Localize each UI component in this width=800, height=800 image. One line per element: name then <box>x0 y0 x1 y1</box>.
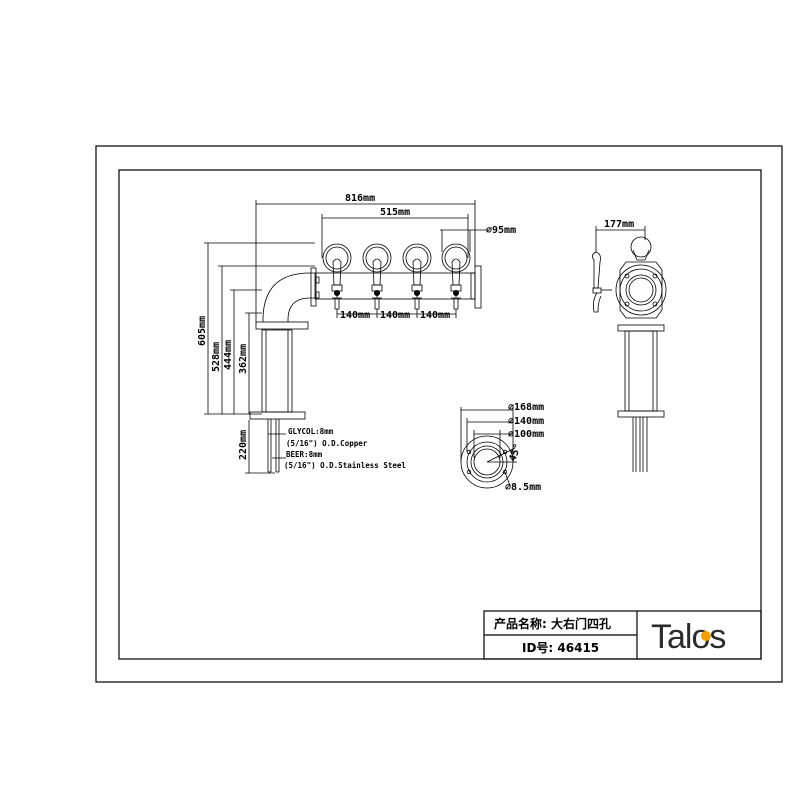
tap-4 <box>441 243 471 310</box>
product-id: ID号: 46415 <box>522 640 599 655</box>
dim-overall-width: 816mm <box>345 193 375 204</box>
tap-3 <box>402 243 432 310</box>
dim-bolt-hole: ⌀8.5mm <box>505 482 541 493</box>
dim-height-362: 362mm <box>238 344 249 374</box>
product-name: 产品名称: 大右门四孔 <box>494 616 611 631</box>
dim-height-444: 444mm <box>223 340 234 370</box>
dim-flange-outer: ⌀168mm <box>508 402 544 413</box>
dim-side-depth: 177mm <box>604 219 634 230</box>
note-glycol-spec: (5/16") O.D.Copper <box>286 439 368 448</box>
note-beer: BEER:8mm <box>286 450 323 459</box>
front-view <box>204 200 488 474</box>
side-view <box>592 226 667 472</box>
dim-medallion-dia: ⌀95mm <box>486 225 516 236</box>
dim-shank-220: 220mm <box>238 430 249 460</box>
dim-height-605: 605mm <box>197 316 208 346</box>
dim-tap-spacing-1: 140mm <box>340 310 370 321</box>
inner-frame <box>118 169 762 660</box>
dim-tap-spacing-2: 140mm <box>380 310 410 321</box>
svg-text:Talos: Talos <box>651 618 725 656</box>
tap-2 <box>362 243 392 310</box>
note-glycol: GLYCOL:8mm <box>288 427 334 436</box>
dim-flange-pcd: ⌀140mm <box>508 416 544 427</box>
talos-logo: Talos <box>651 618 726 656</box>
outer-frame <box>95 145 783 683</box>
dim-flange-inner: ⌀100mm <box>508 429 544 440</box>
dim-tap-spacing-3: 140mm <box>420 310 450 321</box>
dim-height-528: 528mm <box>211 342 222 372</box>
note-beer-spec: (5/16") O.D.Stainless Steel <box>284 461 406 470</box>
title-block <box>483 610 762 660</box>
tap-1 <box>322 243 352 310</box>
flange-detail <box>460 407 517 489</box>
dim-bolt-angle: 45° <box>507 442 524 463</box>
dim-tap-span: 515mm <box>380 207 410 218</box>
